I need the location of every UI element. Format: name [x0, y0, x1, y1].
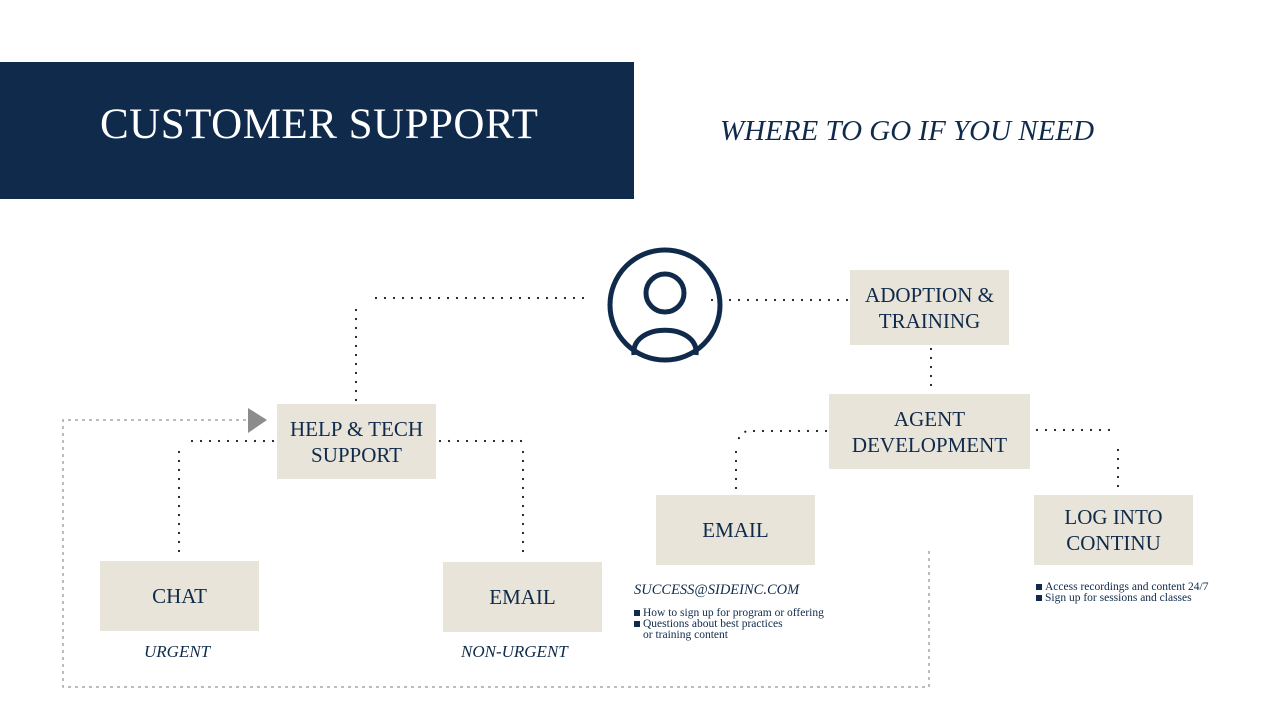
bullet-square-icon: [634, 610, 640, 616]
list-item: or training content: [643, 629, 728, 641]
label-non-urgent: NON-URGENT: [461, 642, 568, 661]
list-item: Questions about best practices: [634, 618, 824, 630]
list-item: How to sign up for program or offering: [634, 607, 824, 619]
user-circle-icon: [607, 247, 723, 363]
connector-agent-email: [734, 429, 828, 496]
list-item: Access recordings and content 24/7: [1036, 581, 1209, 593]
bullet-square-icon: [1036, 584, 1042, 590]
page-subtitle: WHERE TO GO IF YOU NEED: [720, 115, 1095, 147]
bullet-square-icon: [1036, 595, 1042, 601]
connector-agent-log: [1035, 428, 1120, 496]
triangle-arrow-icon: [248, 408, 267, 433]
node-log-into-continu: LOG INTO CONTINU: [1034, 495, 1193, 565]
page-title: CUSTOMER SUPPORT: [100, 101, 539, 148]
escalation-loop-dashed: [62, 419, 930, 688]
node-adoption-training: ADOPTION & TRAINING: [850, 270, 1009, 345]
node-email-right: EMAIL: [656, 495, 815, 565]
email-bullet-list: How to sign up for program or offering Q…: [634, 607, 824, 641]
node-email-left: EMAIL: [443, 562, 602, 632]
list-item: Sign up for sessions and classes: [1036, 592, 1209, 604]
success-email-address: SUCCESS@SIDEINC.COM: [634, 582, 800, 598]
continu-bullet-list: Access recordings and content 24/7 Sign …: [1036, 581, 1209, 604]
node-help-tech-support: HELP & TECH SUPPORT: [277, 404, 436, 479]
title-banner: CUSTOMER SUPPORT: [0, 62, 634, 199]
label-urgent: URGENT: [144, 642, 211, 661]
connector-help-email: [438, 439, 525, 558]
node-agent-development: AGENT DEVELOPMENT: [829, 394, 1030, 469]
bullet-square-icon: [634, 621, 640, 627]
connector-help-chat: [177, 439, 275, 558]
node-chat: CHAT: [100, 561, 259, 631]
